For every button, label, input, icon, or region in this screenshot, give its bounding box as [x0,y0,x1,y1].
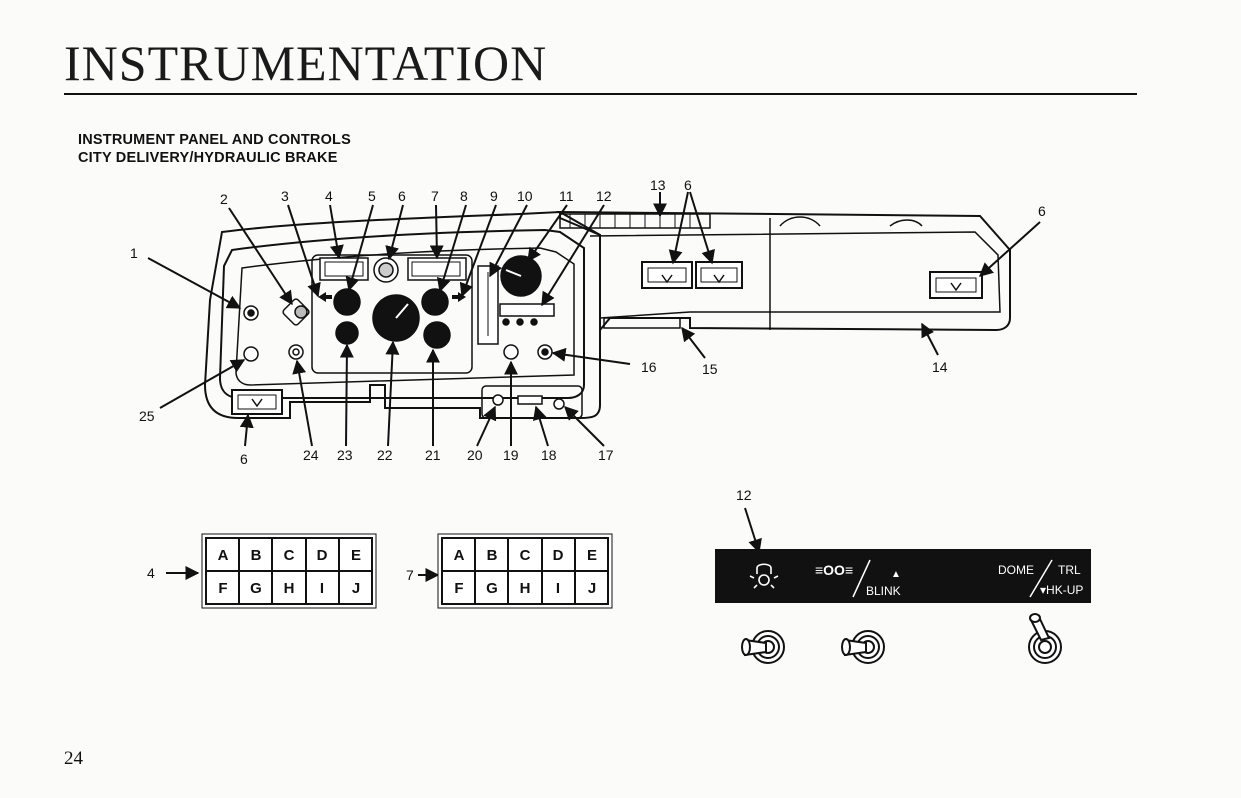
turn-signal-arrows [318,292,466,302]
grid7-cell-B: B [487,547,498,564]
callout-17: 17 [598,447,614,463]
grid7-cell-G: G [486,580,498,597]
grid7-cell-C: C [520,547,531,564]
indicator-grid-4: A B C D E F G H I J [201,533,377,609]
grid4-cell-D: D [317,547,328,564]
callout-6: 6 [398,188,406,204]
callout-22: 22 [377,447,393,463]
toggle-switch-2 [841,630,885,664]
callout-7: 7 [431,188,439,204]
air-vent-center-right [695,261,743,289]
callout-16: 16 [641,359,657,375]
gauge-5 [333,288,361,316]
callout-10: 10 [517,188,533,204]
grid7-cell-I: I [556,580,560,597]
grid-callout-7: 7 [406,567,414,583]
grid7-cell-H: H [520,580,531,597]
trl-label: TRL [1058,563,1081,577]
callout-4: 4 [325,188,333,204]
callout-21: 21 [425,447,441,463]
gauge-21 [423,321,451,349]
subheading-config: CITY DELIVERY/HYDRAULIC BRAKE [78,150,338,166]
callout-20: 20 [467,447,483,463]
callout-23: 23 [337,447,353,463]
callout-25: 25 [139,408,155,424]
callout-11: 11 [559,188,574,204]
title-rule [64,93,1137,95]
grid4-cell-B: B [251,547,262,564]
callout-numbers: 1 2 3 4 5 6 7 8 9 10 11 12 13 6 6 14 15 … [130,177,1046,583]
grid4-cell-A: A [218,547,229,564]
indicator-grid-7: A B C D E F G H I J [437,533,613,609]
grid4-cell-G: G [250,580,262,597]
gauge-8 [421,288,449,316]
callout-24: 24 [303,447,319,463]
switch-panel-12: ≡OO≡ ▲ BLINK DOME TRL ▾HK-UP [715,549,1091,603]
callout-3: 3 [281,188,289,204]
callout-leaders [147,191,1041,582]
grid4-cell-J: J [352,580,360,597]
callout-6-lower: 6 [240,451,248,467]
clearance-lamp-icon: ≡OO≡ [815,562,853,578]
callout-13: 13 [650,177,666,193]
callout-2: 2 [220,191,228,207]
knob-20 [492,394,504,406]
grid7-cell-J: J [588,580,596,597]
callout-9: 9 [490,188,498,204]
grid-callout-4: 4 [147,565,155,581]
callout-18: 18 [541,447,557,463]
callout-6-center: 6 [684,177,692,193]
subheading-panel: INSTRUMENT PANEL AND CONTROLS [78,132,351,148]
callout-6-right: 6 [1038,203,1046,219]
air-vent-left [231,389,283,415]
knob-17 [553,398,565,410]
page-number: 24 [64,748,83,769]
toggle-switch-3 [1028,613,1062,664]
gauge-23 [335,321,359,345]
knob-19 [503,344,519,360]
callout-15: 15 [702,361,718,377]
dashboard-body [203,210,1011,419]
grid4-cell-F: F [218,580,227,597]
grid4-cell-C: C [284,547,295,564]
blink-label: BLINK [866,584,901,598]
callout-12: 12 [596,188,612,204]
air-vent-right [929,271,983,299]
hk-up-label: ▾HK-UP [1040,583,1083,597]
blink-arrow-icon: ▲ [891,569,901,580]
switch-panel-callout-12: 12 [736,487,752,503]
callout-14: 14 [932,359,948,375]
switch-strip-12 [499,303,555,317]
grid4-cell-I: I [320,580,324,597]
grid7-cell-D: D [553,547,564,564]
knob-25 [243,346,259,362]
grid7-cell-E: E [587,547,597,564]
grid7-cell-F: F [454,580,463,597]
indicator-block-7 [407,257,467,281]
grid4-cell-H: H [284,580,295,597]
callout-1: 1 [130,245,138,261]
toggle-switch-1 [741,630,785,664]
callout-5: 5 [368,188,376,204]
indicator-block-4 [319,257,369,281]
dome-label: DOME [998,563,1034,577]
dome-lamp-icon [749,563,779,589]
callout-19: 19 [503,447,519,463]
thumbwheel-18 [517,395,543,405]
page-title: INSTRUMENTATION [64,35,548,91]
grid7-cell-A: A [454,547,465,564]
air-vent-center-left [641,261,693,289]
callout-8: 8 [460,188,468,204]
grid4-cell-E: E [351,547,361,564]
